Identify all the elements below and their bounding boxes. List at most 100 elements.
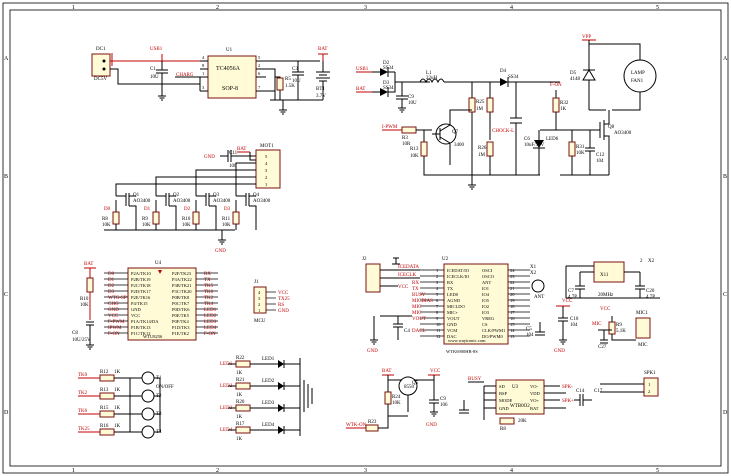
j1-ref: J1: [254, 280, 259, 285]
mosfet-ref: Q3: [213, 193, 220, 198]
r31-value: 10K: [576, 151, 585, 156]
u3-c17-ref: C17: [594, 389, 603, 394]
u2-left-pin: RX: [447, 280, 454, 285]
mosfet-resistor-ref: R10: [182, 217, 191, 222]
d3-value: SS34: [383, 86, 394, 91]
u2-left-net: MIC: [412, 311, 422, 316]
u4-left-net: D3: [108, 290, 115, 295]
u4-right-net: LED3: [204, 320, 217, 325]
u2-left-num: 10: [436, 322, 441, 327]
u4-right-pin: P3A/TK22: [172, 277, 192, 282]
u2-left-net: VOUT: [412, 317, 426, 322]
u2-left-pin: AGND: [447, 298, 461, 303]
mosfet-ref: Q4: [253, 193, 260, 198]
r25-value: 1M: [476, 107, 484, 112]
svg-text:MODE: MODE: [499, 398, 513, 403]
led-ref: LED4: [262, 423, 275, 428]
u2-right-num: 16: [510, 316, 515, 321]
mosfet-value: AO3400: [133, 199, 151, 204]
c11-value: 106: [229, 164, 237, 169]
mosfet-value: AO3400: [173, 199, 191, 204]
d4-value: SS34: [508, 75, 519, 80]
ipwm-net: I-PWM: [382, 125, 398, 130]
u2-right-num: 17: [510, 310, 515, 315]
u2-right-num: 15: [510, 322, 515, 327]
q5-vcc-net: VCC: [430, 369, 441, 374]
gnd-u2-left: GND: [367, 349, 378, 354]
spk-minus-net: SPK-: [562, 385, 573, 390]
u2-right-pin: CS: [482, 322, 488, 327]
led-net: LED2: [220, 384, 233, 389]
u2-right-pin: IO2: [482, 304, 489, 309]
mosfet-resistor-value: 10K: [102, 223, 111, 228]
u2-right-num: 24: [510, 268, 515, 273]
l1-ref: L1: [426, 71, 432, 76]
r-mcu-ref: R10: [80, 297, 89, 302]
u4-left-net: GND: [108, 308, 119, 313]
charg-net: CHARG: [176, 73, 194, 78]
key-net: TK0: [78, 373, 88, 378]
u2-right-pin: DO/PWM0: [482, 334, 504, 339]
u2-left-pin: MIC+: [447, 310, 459, 315]
led-net: LED1: [220, 362, 233, 367]
j1-net: GND: [278, 309, 289, 314]
mosfet-drive-net: D3: [224, 207, 231, 212]
r3-ref: R3: [402, 136, 408, 141]
led-ref: LED2: [262, 379, 275, 384]
u2-left-num: 4: [436, 286, 439, 291]
c11-ref: C11: [229, 151, 238, 156]
c10-ref: C10: [570, 317, 579, 322]
led-resistor-ref: R22: [236, 356, 245, 361]
border-right-label: A: [723, 56, 728, 62]
u4-left-pin: P1C/TK12: [131, 331, 151, 336]
svg-text:4: 4: [202, 55, 205, 60]
u2-right-num: 23: [510, 274, 515, 279]
r26-ref: R26: [478, 146, 487, 151]
u4-right-net: TK6: [204, 290, 214, 295]
u4-body: [127, 267, 197, 341]
j1-net: VCC: [278, 291, 289, 296]
u4-left-net: D2: [108, 284, 115, 289]
wtk-on-net: WTK-ON: [346, 423, 367, 428]
u3-name: WTB0O2: [510, 404, 530, 409]
mosfet-drive-net: D0: [104, 207, 111, 212]
key-resistor-value: 1K: [114, 424, 121, 429]
spk1-connector: [643, 377, 659, 397]
u4-right-pin: P2F/TK23: [172, 271, 192, 276]
u2-right-num: 19: [510, 298, 515, 303]
bt1-value: 3.7V: [316, 94, 326, 99]
u4-right-pin: P0B/TK8: [172, 295, 190, 300]
c12-ref: C12: [596, 153, 605, 158]
svg-text:1: 1: [648, 382, 650, 387]
u4-left-pin: P1B/TK13: [131, 325, 151, 330]
mosfet-resistor-value: 10K: [142, 223, 151, 228]
key-resistor-ref: R12: [100, 370, 109, 375]
u4-right-net: TK5: [204, 284, 214, 289]
led-resistor-value: 1K: [236, 371, 243, 376]
u2-left-net: MIC: [412, 305, 422, 310]
u2-left-pin: VOUT: [447, 316, 460, 321]
usb1-net: USB1: [150, 47, 163, 52]
u2-left-pin: DAC: [447, 334, 457, 339]
u2-right-pin: CLK/PWM1: [482, 328, 505, 333]
u2-left-net: BUSY: [412, 293, 426, 298]
svg-text:1: 1: [202, 71, 204, 76]
r3-value: 10R: [402, 142, 411, 147]
c12-value: 104: [596, 159, 604, 164]
u1-body: [207, 55, 257, 99]
crystal-c7-ref: C7: [568, 289, 574, 294]
mot1-pin: 2: [265, 175, 267, 180]
d2-value: SS34: [383, 66, 394, 71]
j2-net-iceclk: ICECLK: [398, 273, 416, 278]
antenna-icon: [531, 279, 545, 293]
u4-left-pin: P1A/TK14/DA: [131, 319, 159, 324]
r32-ref: R32: [560, 101, 569, 106]
crystal-section: X11 2 X2 20MHz C7 4.7P C20 4.7P: [565, 259, 660, 300]
boost-section: USB1 BAT D2 SS34 D3 SS34 C9 10U L1 22uH …: [356, 35, 657, 190]
border-right-label: C: [723, 292, 727, 298]
u2-left-num: 6: [436, 298, 439, 303]
d2-ref: D2: [383, 61, 390, 66]
u2-name: WTK6900HB-8S: [446, 349, 478, 354]
c3-ref: C3: [292, 67, 298, 72]
mic1-ref: MIC1: [636, 311, 648, 316]
